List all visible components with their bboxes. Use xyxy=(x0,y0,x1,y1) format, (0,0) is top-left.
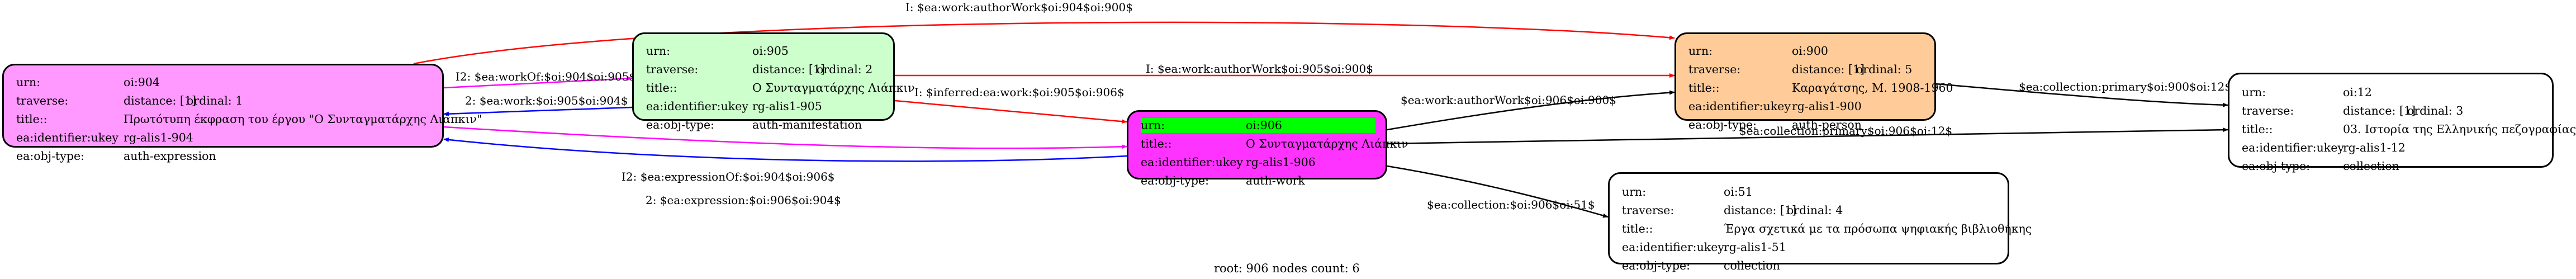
edge-label-906-12: $ea:collection:primary$oi:906$oi:12$ xyxy=(1739,124,1952,138)
obj-type-key: ea:obj-type: xyxy=(646,118,714,131)
title-key: title:: xyxy=(1141,137,1172,150)
edge-905-906 xyxy=(894,100,1127,124)
title-value: Έργα σχετικά με τα πρόσωπα ψηφιακής βιβλ… xyxy=(1724,222,2032,235)
title-key: title:: xyxy=(1688,81,1720,94)
distance-value: distance: [1] xyxy=(124,94,196,107)
urn-value: oi:906 xyxy=(1246,119,1282,132)
identifier-key: ea:identifier:ukey xyxy=(1688,100,1791,113)
urn-key: urn: xyxy=(1141,119,1165,132)
title-key: title:: xyxy=(646,81,677,94)
edge-label-904-906: I2: $ea:expressionOf:$oi:904$oi:906$ xyxy=(622,170,835,183)
node-oi-12[interactable]: urn: oi:12 traverse: distance: [1]ordinal:… xyxy=(2228,73,2576,173)
identifier-value: rg-alis1-900 xyxy=(1792,100,1862,113)
title-value: Πρωτότυπη έκφραση του έργου "Ο Συνταγματ… xyxy=(124,112,482,126)
obj-type-key: ea:obj-type: xyxy=(1622,259,1690,272)
edge-905-904 xyxy=(443,106,633,116)
ordinal-value: ordinal: 5 xyxy=(1856,63,1913,76)
traverse-key: traverse: xyxy=(1622,204,1674,217)
traverse-key: traverse: xyxy=(2242,104,2294,117)
urn-key: urn: xyxy=(1688,44,1713,58)
title-value: 03. Ιστορία της Ελληνικής πεζογραφίας xyxy=(2343,122,2576,136)
edge-label-905-906: I: $inferred:ea:work:$oi:905$oi:906$ xyxy=(914,86,1125,99)
urn-value: oi:905 xyxy=(752,44,789,58)
obj-type-key: ea:obj-type: xyxy=(2242,159,2310,173)
edge-904-906 xyxy=(443,126,1127,149)
edge-906-12 xyxy=(1387,127,2228,145)
obj-type-value: collection xyxy=(1724,259,1780,272)
edge-904-900 xyxy=(413,21,1675,65)
edge-906-51 xyxy=(1387,165,1609,218)
edge-label-900-12: $ea:collection:primary$oi:900$oi:12$ xyxy=(2019,80,2232,93)
identifier-value: rg-alis1-906 xyxy=(1246,155,1316,169)
distance-value: distance: [1] xyxy=(1724,204,1796,217)
urn-value: oi:51 xyxy=(1724,185,1753,198)
identifier-value: rg-alis1-904 xyxy=(124,131,193,144)
traverse-key: traverse: xyxy=(16,94,69,107)
distance-value: distance: [1] xyxy=(752,63,825,76)
urn-key: urn: xyxy=(16,75,41,89)
title-key: title:: xyxy=(1622,222,1653,235)
edge-906-904 xyxy=(443,137,1127,162)
node-oi-900[interactable]: urn: oi:900 traverse: distance: [1]ordinal… xyxy=(1674,32,1953,131)
urn-value: oi:12 xyxy=(2343,86,2372,99)
edge-label-906-900: $ea:work:authorWork$oi:906$oi:900$ xyxy=(1401,93,1616,107)
title-value: Ο Συνταγματάρχης Λιάπκιν xyxy=(1246,137,1408,150)
urn-key: urn: xyxy=(646,44,671,58)
identifier-value: rg-alis1-51 xyxy=(1724,240,1786,254)
ordinal-value: ordinal: 4 xyxy=(1787,204,1843,217)
obj-type-key: ea:obj-type: xyxy=(1688,118,1757,131)
node-oi-906-root[interactable]: urn: oi:906 title::Ο Συνταγματάρχης Λιάπκ… xyxy=(1127,110,1408,187)
identifier-key: ea:identifier:ukey xyxy=(2242,141,2344,154)
edge-label-906-51: $ea:collection:$oi:906$oi:51$ xyxy=(1427,198,1595,211)
ordinal-value: ordinal: 2 xyxy=(817,63,873,76)
edge-label-905-900: I: $ea:work:authorWork$oi:905$oi:900$ xyxy=(1146,62,1373,75)
identifier-key: ea:identifier:ukey xyxy=(1622,240,1724,254)
obj-type-value: collection xyxy=(2343,159,2399,173)
edge-label-904-900: I: $ea:work:authorWork$oi:904$oi:900$ xyxy=(905,1,1133,14)
node-oi-905[interactable]: urn: oi:905 traverse: distance: [1]ordinal… xyxy=(632,32,915,131)
obj-type-value: auth-person xyxy=(1792,118,1862,131)
edge-label-905-904: 2: $ea:work:$oi:905$oi:904$ xyxy=(465,94,628,107)
ordinal-value: ordinal: 3 xyxy=(2407,104,2464,117)
edge-label-906-904: 2: $ea:expression:$oi:906$oi:904$ xyxy=(646,193,841,207)
obj-type-value: auth-expression xyxy=(124,149,216,163)
node-oi-51[interactable]: urn: oi:51 traverse: distance: [1]ordinal:… xyxy=(1608,172,2032,272)
ordinal-value: ordinal: 1 xyxy=(187,94,243,107)
traverse-key: traverse: xyxy=(646,63,699,76)
edge-904-905 xyxy=(443,76,633,89)
identifier-key: ea:identifier:ukey xyxy=(646,100,748,113)
urn-highlight xyxy=(1141,118,1375,133)
identifier-key: ea:identifier:ukey xyxy=(16,131,118,144)
title-key: title:: xyxy=(2242,122,2273,136)
obj-type-key: ea:obj-type: xyxy=(1141,174,1209,187)
distance-value: distance: [1] xyxy=(2343,104,2416,117)
title-key: title:: xyxy=(16,112,48,126)
obj-type-key: ea:obj-type: xyxy=(16,149,84,163)
edge-900-12 xyxy=(1935,83,2228,107)
node-oi-904[interactable]: urn: oi:904 traverse: distance: [1]ordinal… xyxy=(2,64,482,163)
edge-906-900 xyxy=(1387,90,1675,131)
title-value: Ο Συνταγματάρχης Λιάπκιν xyxy=(752,81,915,94)
urn-key: urn: xyxy=(1622,185,1647,198)
identifier-key: ea:identifier:ukey xyxy=(1141,155,1243,169)
urn-value: oi:904 xyxy=(124,75,160,89)
distance-value: distance: [1] xyxy=(1792,63,1865,76)
identifier-value: rg-alis1-905 xyxy=(752,100,822,113)
edge-label-904-905: I2: $ea:workOf:$oi:904$oi:905$ xyxy=(456,70,636,83)
urn-key: urn: xyxy=(2242,86,2266,99)
graph-footer: root: 906 nodes count: 6 xyxy=(1214,262,1360,275)
identifier-value: rg-alis1-12 xyxy=(2343,141,2406,154)
urn-value: oi:900 xyxy=(1792,44,1828,58)
obj-type-value: auth-manifestation xyxy=(752,118,862,131)
traverse-key: traverse: xyxy=(1688,63,1741,76)
obj-type-value: auth-work xyxy=(1246,174,1305,187)
title-value: Καραγάτσης, Μ. 1908-1960 xyxy=(1792,81,1953,94)
